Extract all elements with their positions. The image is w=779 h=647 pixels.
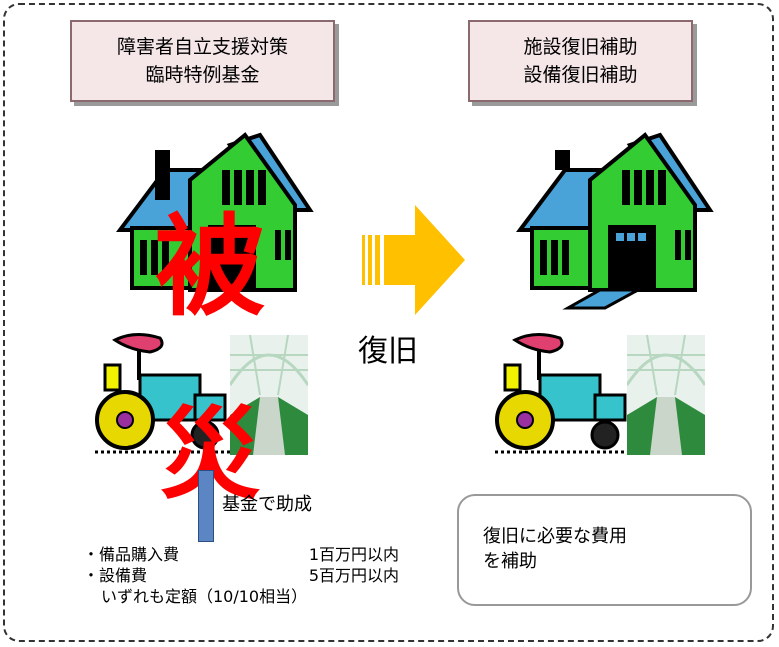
fund-title-box: 障害者自立支援対策 臨時特例基金 bbox=[70, 20, 335, 102]
grant-bar bbox=[198, 470, 214, 542]
outer-dashed-frame bbox=[3, 3, 774, 642]
subsidy-title-box: 施設復旧補助 設備復旧補助 bbox=[468, 20, 693, 102]
grant-label: 基金で助成 bbox=[222, 494, 312, 515]
tractor-icon bbox=[95, 333, 230, 454]
list-item: ・ 設備費 5百万円以内 bbox=[83, 565, 399, 585]
subsidy-list: ・ 備品購入費 1百万円以内 ・ 設備費 5百万円以内 いずれも定額（10/10… bbox=[83, 545, 399, 607]
greenhouse-icon bbox=[627, 335, 705, 455]
list-note: いずれも定額（10/10相当） bbox=[101, 586, 308, 606]
subsidy-title-line2: 設備復旧補助 bbox=[523, 64, 638, 86]
recovery-label: 復旧 bbox=[358, 334, 418, 369]
info-line2: を補助 bbox=[483, 551, 537, 573]
info-line1: 復旧に必要な費用 bbox=[483, 526, 627, 547]
greenhouse-icon bbox=[230, 335, 308, 455]
arrow-right-icon bbox=[362, 205, 465, 315]
info-box: 復旧に必要な費用 を補助 bbox=[457, 494, 752, 606]
damaged-house-icon bbox=[116, 132, 314, 292]
fund-title-line1: 障害者自立支援対策 bbox=[116, 35, 288, 58]
restored-house-icon bbox=[516, 132, 714, 310]
fund-title-line2: 臨時特例基金 bbox=[145, 64, 260, 86]
disaster-char-1: 被 bbox=[155, 203, 265, 331]
list-item: ・ 備品購入費 1百万円以内 bbox=[83, 545, 399, 564]
tractor-icon bbox=[495, 333, 630, 454]
subsidy-title-line1: 施設復旧補助 bbox=[523, 35, 638, 58]
